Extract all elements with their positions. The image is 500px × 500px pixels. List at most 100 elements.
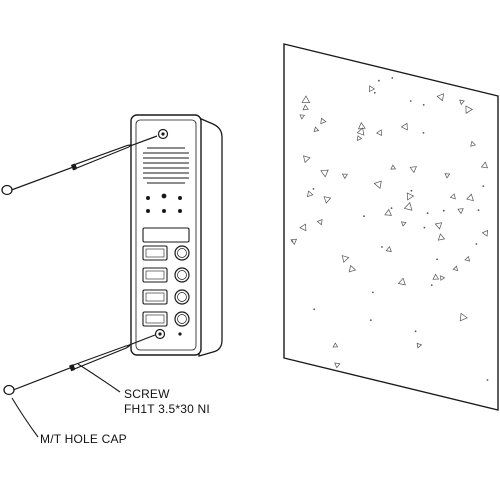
- texture-dot: [410, 189, 413, 192]
- texture-dot: [312, 188, 315, 190]
- texture-mark: [320, 117, 327, 125]
- texture-dot: [363, 215, 365, 218]
- texture-mark: [302, 104, 309, 111]
- texture-dot: [390, 207, 393, 210]
- texture-dot: [436, 258, 438, 261]
- texture-mark: [440, 275, 446, 281]
- name-plate-insert: [145, 314, 165, 324]
- texture-dot: [475, 243, 478, 245]
- texture-mark: [356, 127, 365, 136]
- texture-mark: [406, 192, 415, 201]
- texture-mark: [470, 140, 476, 147]
- texture-mark: [459, 99, 465, 106]
- texture-mark: [444, 173, 451, 179]
- screw-spec-label: FH1T 3.5*30 NI: [124, 402, 210, 416]
- texture-mark: [299, 114, 306, 120]
- texture-mark: [341, 173, 349, 180]
- wall: [283, 43, 499, 411]
- wall-face: [283, 43, 499, 411]
- bottom-hole-cap-icon: [3, 384, 15, 396]
- screw-leader-line: [77, 363, 121, 393]
- texture-mark: [348, 264, 357, 273]
- bottom-screw-hole-center: [158, 332, 162, 336]
- texture-dot: [442, 209, 445, 212]
- texture-dot: [373, 91, 376, 94]
- display-window: [142, 227, 190, 243]
- bottom-screw-icon: [69, 344, 131, 372]
- texture-mark: [299, 223, 307, 232]
- texture-mark: [306, 190, 314, 198]
- top-screw-hole-center: [161, 132, 165, 136]
- hole-cap-label: M/T HOLE CAP: [40, 432, 127, 446]
- hole-cap-leader-line: [11, 397, 39, 438]
- call-button: [174, 267, 190, 283]
- texture-mark: [416, 342, 423, 349]
- texture-mark: [301, 95, 311, 103]
- name-plate: [142, 267, 168, 283]
- texture-dot: [414, 330, 417, 333]
- door-panel: [130, 114, 223, 357]
- call-button: [174, 289, 190, 305]
- texture-mark: [303, 155, 311, 164]
- indicator-dot: [178, 196, 182, 200]
- texture-mark: [403, 202, 413, 211]
- texture-dot: [482, 185, 485, 188]
- texture-mark: [434, 222, 443, 230]
- texture-mark: [390, 164, 397, 170]
- texture-mark: [436, 93, 445, 102]
- texture-dot: [313, 308, 316, 311]
- texture-dot: [426, 212, 429, 215]
- texture-dot: [391, 77, 394, 79]
- texture-mark: [290, 238, 298, 245]
- texture-mark: [316, 218, 323, 226]
- texture-dot: [369, 319, 372, 322]
- texture-mark: [481, 229, 489, 237]
- texture-mark: [400, 122, 408, 131]
- texture-mark: [432, 273, 440, 280]
- texture-mark: [459, 312, 468, 322]
- texture-mark: [400, 221, 407, 227]
- texture-mark: [368, 85, 376, 93]
- panel-inner-border: [135, 119, 197, 351]
- call-button: [174, 311, 190, 327]
- texture-mark: [376, 129, 382, 136]
- indicator-dot: [162, 209, 166, 213]
- indicator-dot: [146, 196, 150, 200]
- name-plate-insert: [145, 248, 165, 258]
- panel-side: [198, 117, 223, 357]
- call-button-ring: [177, 314, 187, 324]
- texture-dot: [486, 379, 489, 381]
- call-button-ring: [177, 248, 187, 258]
- top-fastener: [1, 135, 158, 196]
- texture-mark: [449, 193, 456, 200]
- name-plate: [142, 289, 168, 305]
- texture-mark: [332, 342, 339, 348]
- texture-dot: [422, 132, 425, 134]
- texture-dot: [477, 209, 480, 212]
- texture-dot: [378, 79, 380, 82]
- bottom-led: [178, 332, 182, 336]
- texture-mark: [313, 126, 320, 132]
- texture-dot: [381, 246, 383, 248]
- screw-label: SCREW: [124, 387, 170, 401]
- indicator-dot: [146, 209, 150, 213]
- texture-dot: [409, 100, 412, 102]
- texture-mark: [341, 255, 350, 263]
- texture-mark: [356, 135, 363, 141]
- texture-mark: [409, 166, 417, 174]
- call-button: [174, 245, 190, 261]
- call-buttons: [142, 245, 190, 327]
- name-plate: [142, 311, 168, 327]
- call-button-ring: [177, 292, 187, 302]
- name-plate-insert: [145, 270, 165, 280]
- top-hole-cap-icon: [1, 184, 13, 196]
- texture-mark: [480, 161, 489, 169]
- call-button-ring: [177, 270, 187, 280]
- bottom-fastener: [3, 334, 156, 396]
- texture-dot: [422, 104, 425, 106]
- speaker-grille: [143, 147, 189, 184]
- texture-mark: [437, 233, 446, 241]
- texture-dot: [423, 226, 426, 229]
- wall-texture: [290, 77, 489, 381]
